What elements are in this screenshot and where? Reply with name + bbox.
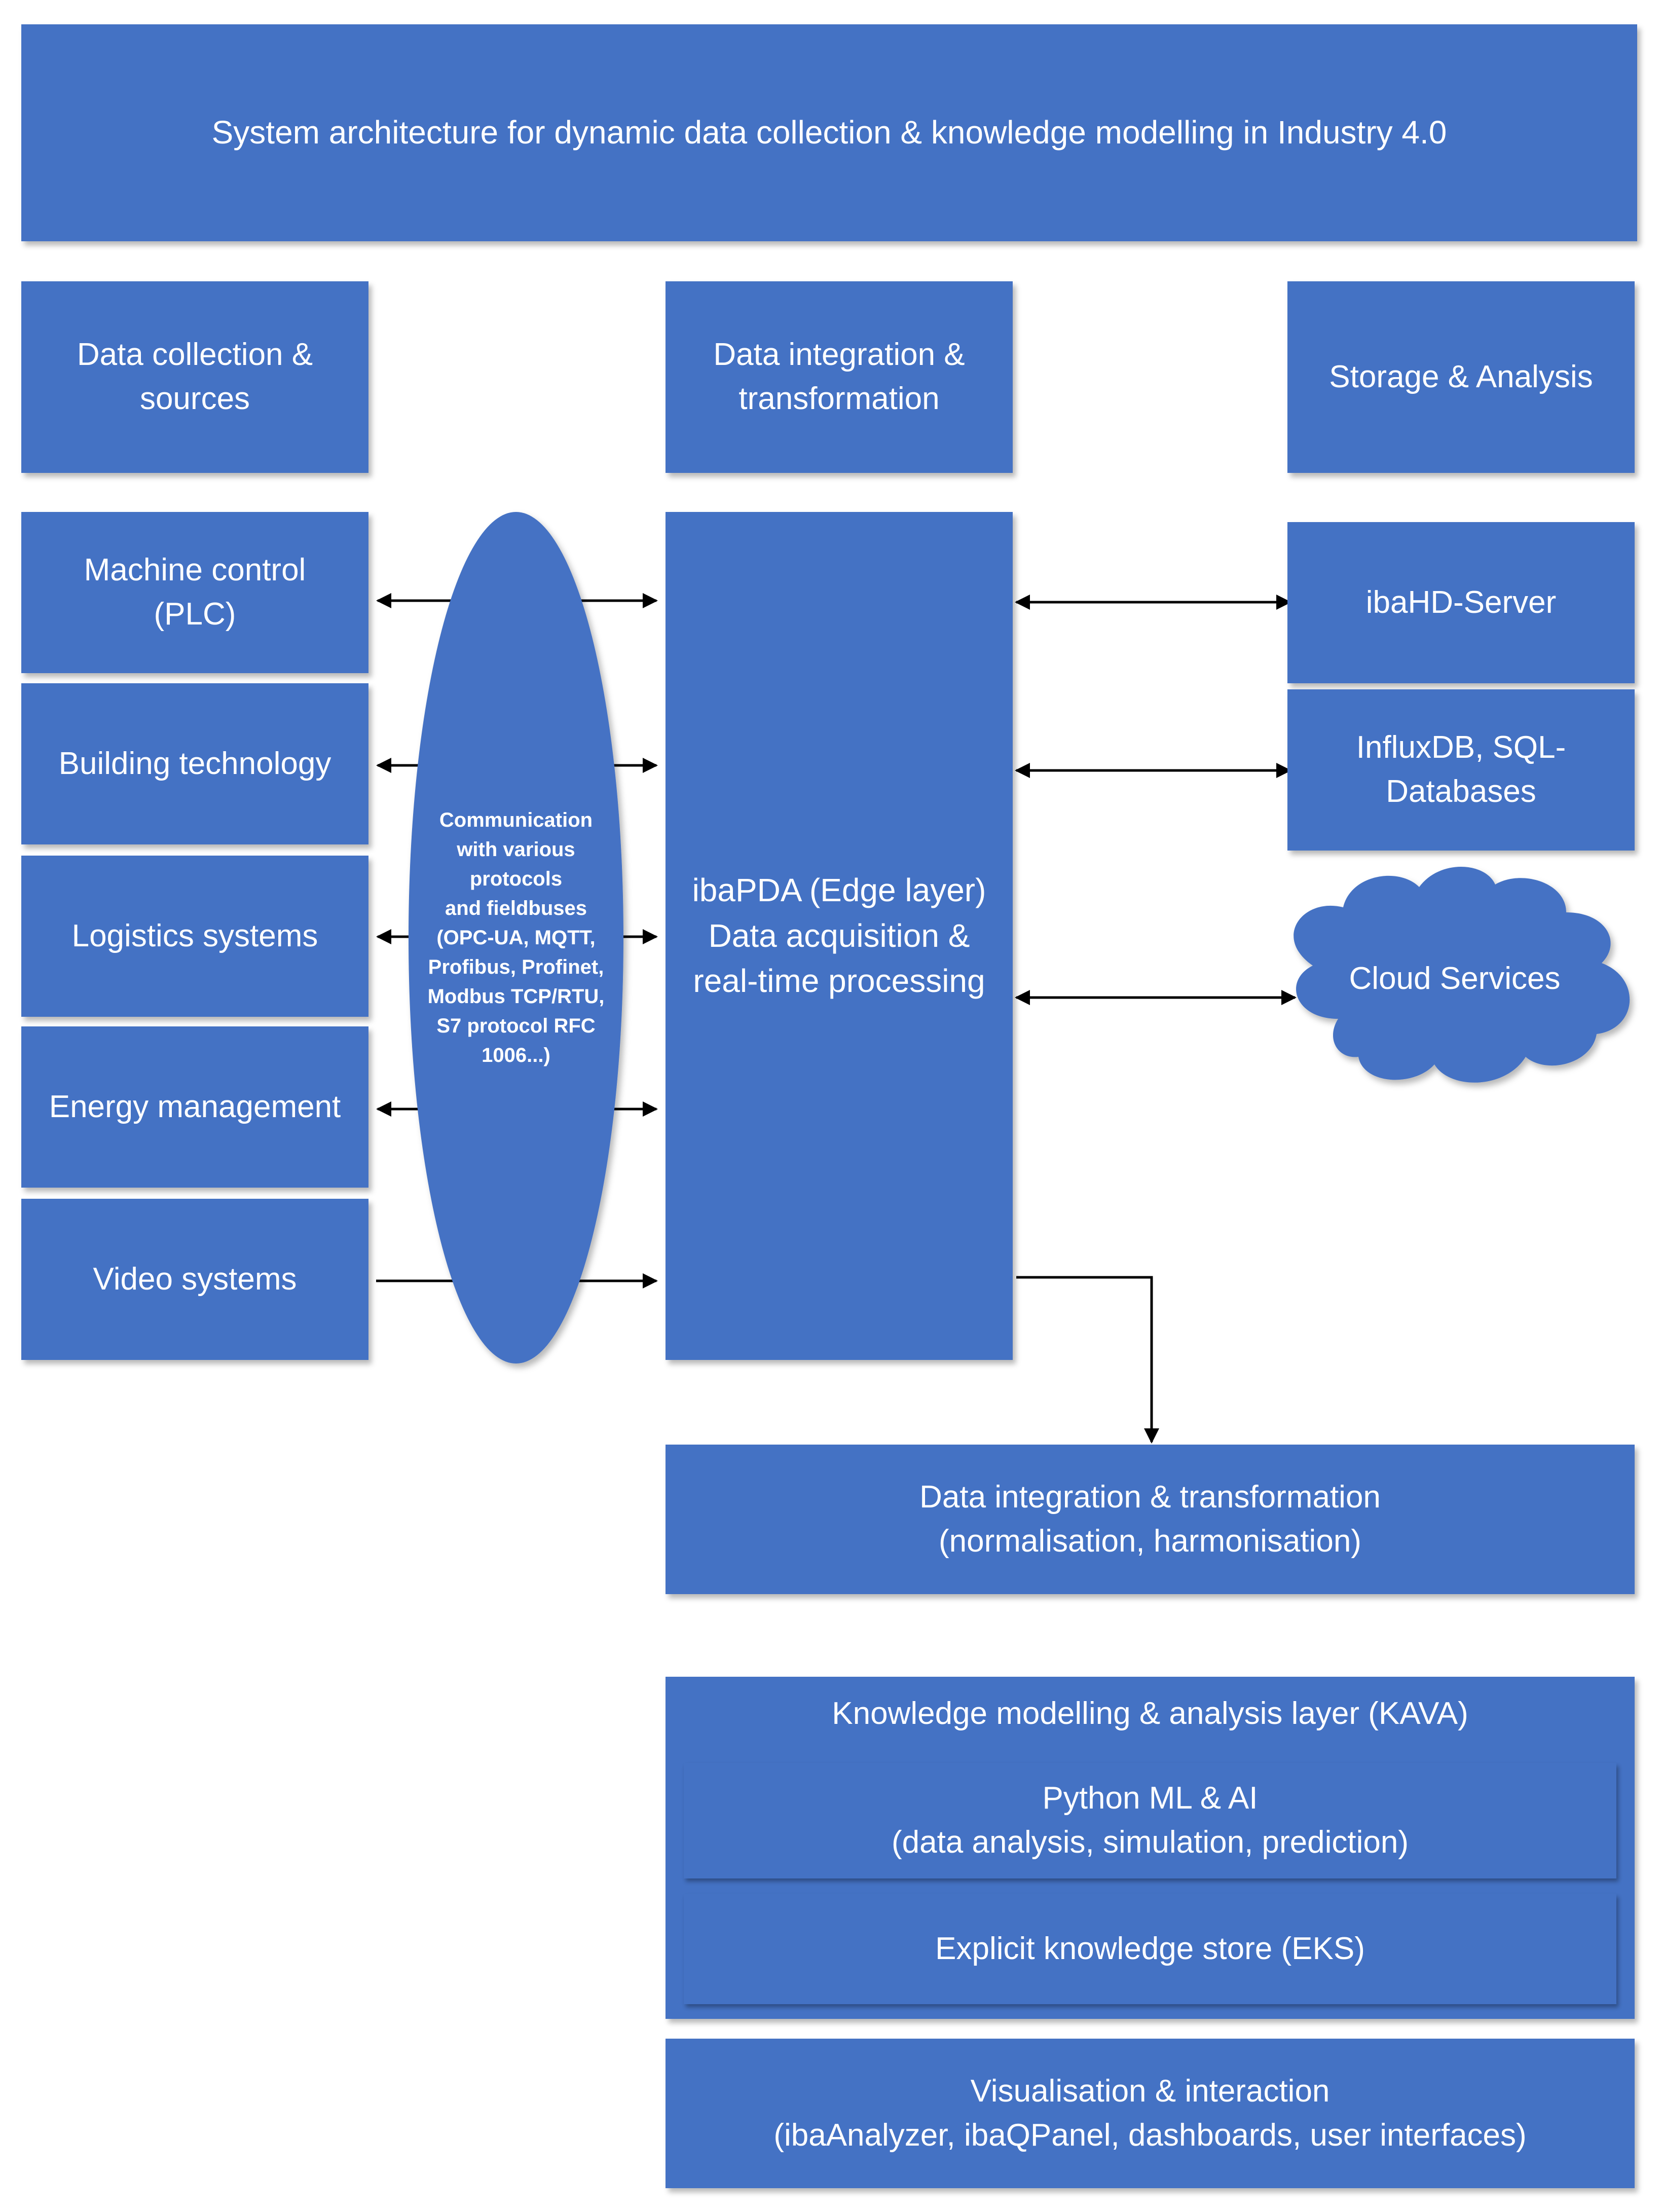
source-building-technology: Building technology [21, 683, 368, 844]
arrow-edge-transform [1016, 1276, 1159, 1444]
source-logistics-systems: Logistics systems [21, 856, 368, 1017]
page-title: System architecture for dynamic data col… [21, 24, 1637, 241]
storage-influxdb-sql: InfluxDB, SQL- Databases [1287, 689, 1635, 851]
cloud-services-label: Cloud Services [1349, 961, 1561, 996]
transformation-box: Data integration & transformation (norma… [666, 1445, 1635, 1594]
knowledge-layer-title: Knowledge modelling & analysis layer (KA… [832, 1696, 1468, 1731]
visualisation-box: Visualisation & interaction (ibaAnalyzer… [666, 2039, 1635, 2188]
storage-ibahd-server: ibaHD-Server [1287, 522, 1635, 683]
communication-ellipse [409, 512, 623, 1363]
cloud-shape [1294, 867, 1630, 1083]
communication-label: Communication with various protocols and… [427, 809, 605, 1066]
edge-layer-box: ibaPDA (Edge layer) Data acquisition & r… [666, 512, 1013, 1360]
column-header-integration: Data integration & transformation [666, 281, 1013, 473]
source-machine-control: Machine control (PLC) [21, 512, 368, 673]
python-ml-ai-box: Python ML & AI (data analysis, simulatio… [684, 1763, 1616, 1878]
column-header-sources: Data collection & sources [21, 281, 368, 473]
knowledge-layer-box: Knowledge modelling & analysis layer (KA… [666, 1677, 1635, 2019]
explicit-knowledge-store-box: Explicit knowledge store (EKS) [684, 1894, 1616, 2004]
column-header-storage: Storage & Analysis [1287, 281, 1635, 473]
source-energy-management: Energy management [21, 1026, 368, 1188]
source-video-systems: Video systems [21, 1199, 368, 1360]
